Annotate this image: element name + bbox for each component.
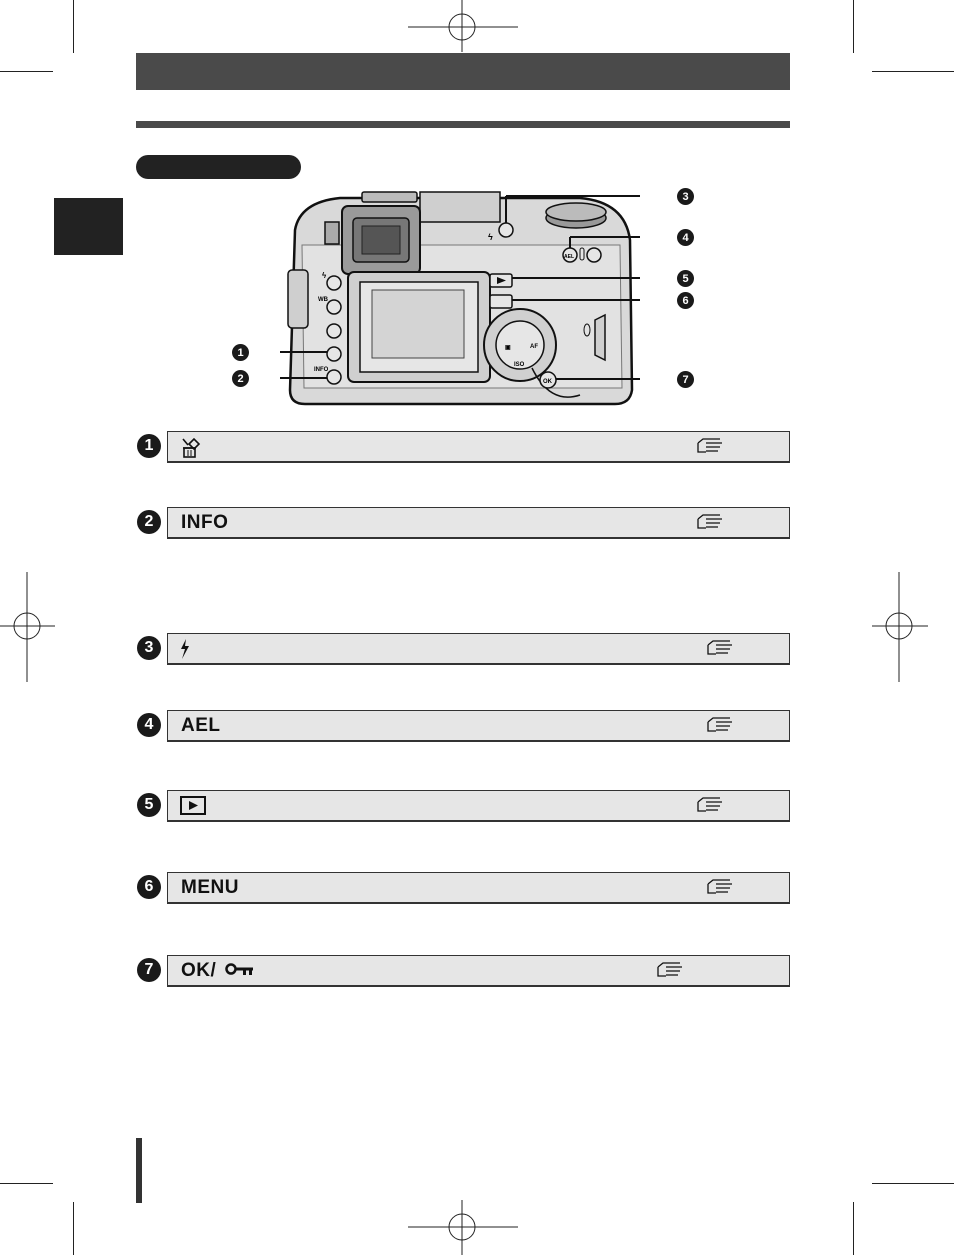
row-flash xyxy=(167,633,790,665)
section-pill xyxy=(136,155,301,179)
row-number: 6 xyxy=(137,875,161,899)
menu-label: MENU xyxy=(181,877,239,898)
page-reference-icon xyxy=(657,962,682,977)
crop-mark xyxy=(853,1202,854,1255)
callout-2: 2 xyxy=(232,370,249,387)
row-number: 7 xyxy=(137,958,161,982)
key-icon xyxy=(225,963,253,975)
info-label: INFO xyxy=(181,512,229,533)
page-reference-icon xyxy=(707,640,732,655)
page-reference-icon xyxy=(697,514,722,529)
wb-label: WB xyxy=(318,297,329,303)
row-menu: MENU xyxy=(167,872,790,904)
registration-mark-top xyxy=(408,0,518,52)
row-ok-protect: OK/ xyxy=(167,955,790,987)
row-playback xyxy=(167,790,790,822)
info-label: INFO xyxy=(314,367,329,373)
camera-back-illustration: ϟ WB INFO ϟ AEL ▣ AF ISO OK xyxy=(280,191,640,406)
ael-label: AEL xyxy=(181,715,221,736)
playback-icon xyxy=(180,796,206,815)
flash-icon xyxy=(181,639,189,659)
row-number: 5 xyxy=(137,793,161,817)
callout-4: 4 xyxy=(677,229,694,246)
crop-mark xyxy=(872,71,954,72)
ael-label: AEL xyxy=(564,254,574,260)
crop-mark xyxy=(853,0,854,53)
crop-mark xyxy=(872,1183,954,1184)
chapter-tab xyxy=(54,198,123,255)
callout-3: 3 xyxy=(677,188,694,205)
page-reference-icon xyxy=(707,879,732,894)
callout-1: 1 xyxy=(232,344,249,361)
trash-erase-icon xyxy=(182,437,201,458)
row-number: 1 xyxy=(137,434,161,458)
svg-text:▣: ▣ xyxy=(505,345,511,351)
row-number: 3 xyxy=(137,636,161,660)
svg-text:ϟ: ϟ xyxy=(322,271,327,280)
row-number: 4 xyxy=(137,713,161,737)
ok-label: OK xyxy=(543,379,553,385)
page-reference-icon xyxy=(697,438,722,453)
row-info: INFO xyxy=(167,507,790,539)
header-bar xyxy=(136,53,790,90)
registration-mark-right xyxy=(872,572,928,682)
crop-mark xyxy=(0,1183,53,1184)
crop-mark xyxy=(73,1202,74,1255)
registration-mark-left xyxy=(0,572,55,682)
af-label: AF xyxy=(530,344,538,350)
page-reference-icon xyxy=(707,717,732,732)
callout-7: 7 xyxy=(677,371,694,388)
registration-mark-bottom xyxy=(408,1200,518,1255)
callout-6: 6 xyxy=(677,292,694,309)
footer-bar xyxy=(136,1138,142,1203)
iso-label: ISO xyxy=(514,362,525,368)
header-rule xyxy=(136,121,790,128)
page-reference-icon xyxy=(697,797,722,812)
ok-label: OK/ xyxy=(181,960,217,981)
callout-5: 5 xyxy=(677,270,694,287)
row-number: 2 xyxy=(137,510,161,534)
row-ael: AEL xyxy=(167,710,790,742)
crop-mark xyxy=(0,71,53,72)
svg-text:ϟ: ϟ xyxy=(488,232,493,242)
row-erase xyxy=(167,431,790,463)
crop-mark xyxy=(73,0,74,53)
